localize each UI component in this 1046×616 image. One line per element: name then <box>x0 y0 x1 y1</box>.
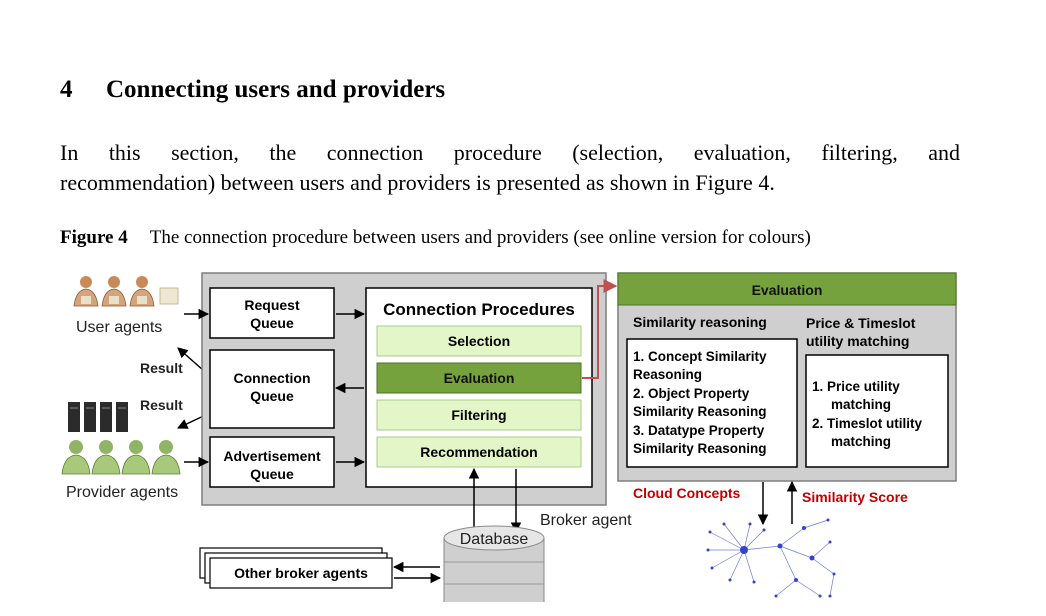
broker-agent-label: Broker agent <box>540 512 632 529</box>
result-label-lower: Result <box>140 397 183 413</box>
connection-queue-label-2: Queue <box>250 388 294 404</box>
evaluation-step <box>376 362 582 394</box>
utility-line-4: matching <box>831 434 891 449</box>
selection-step-label: Selection <box>448 333 510 349</box>
advertisement-queue-label-2: Queue <box>250 466 294 482</box>
recommendation-step <box>376 436 582 468</box>
section-title: Connecting users and providers <box>106 76 446 103</box>
evaluation-header <box>617 272 957 306</box>
evaluation-title: Evaluation <box>752 282 823 298</box>
similarity-reasoning-box <box>626 338 798 468</box>
connection-procedure-diagram: User agents Result Result Pr <box>61 272 957 602</box>
similarity-reasoning-heading: Similarity reasoning <box>633 314 767 330</box>
ontology-graph-nodes <box>706 518 836 598</box>
database-icon <box>443 525 545 602</box>
paragraph-line-2: recommendation) between users and provid… <box>60 170 775 195</box>
result-label-upper: Result <box>140 360 183 376</box>
request-queue-box <box>209 287 335 339</box>
connection-procedures-title: Connection Procedures <box>383 300 575 319</box>
connection-queue-label-1: Connection <box>234 370 311 386</box>
evaluation-step-label: Evaluation <box>444 370 515 386</box>
section-number: 4 <box>60 76 73 103</box>
price-timeslot-heading-1: Price & Timeslot <box>806 315 916 331</box>
utility-line-1: 1. Price utility <box>812 379 900 394</box>
utility-line-2: matching <box>831 397 891 412</box>
filtering-step-label: Filtering <box>451 407 506 423</box>
advertisement-queue-label-1: Advertisement <box>223 448 321 464</box>
advertisement-queue-box <box>209 436 335 488</box>
cloud-concepts-label: Cloud Concepts <box>633 485 741 501</box>
similarity-line-1: 1. Concept Similarity <box>633 349 767 364</box>
filtering-step <box>376 399 582 431</box>
figure-label: Figure 4 <box>60 227 128 248</box>
request-queue-label-1: Request <box>244 297 300 313</box>
section-heading: 4 Connecting users and providers <box>60 76 445 104</box>
server-icons <box>68 402 128 432</box>
similarity-line-6: Similarity Reasoning <box>633 441 767 456</box>
provider-agents-icon <box>61 440 181 475</box>
similarity-line-2: Reasoning <box>633 367 702 382</box>
evaluation-link-arrow <box>582 279 618 379</box>
figure-4: User agents Result Result Pr <box>60 262 970 602</box>
user-agents-label: User agents <box>76 319 162 336</box>
recommendation-step-label: Recommendation <box>420 444 537 460</box>
figure-caption: Figure 4 The connection procedure between… <box>60 227 811 249</box>
similarity-line-5: 3. Datatype Property <box>633 423 765 438</box>
body-paragraph: In this section, the connection procedur… <box>60 138 960 198</box>
other-broker-agents-box <box>209 557 393 589</box>
paragraph-line-1: In this section, the connection procedur… <box>60 140 960 165</box>
price-timeslot-heading-2: utility matching <box>806 333 909 349</box>
figure-caption-text: The connection procedure between users a… <box>149 227 811 248</box>
provider-agents-label: Provider agents <box>66 484 178 501</box>
user-agents-icon <box>73 276 179 307</box>
similarity-score-label: Similarity Score <box>802 489 908 505</box>
similarity-line-4: Similarity Reasoning <box>633 404 767 419</box>
connection-queue-box <box>209 349 335 429</box>
similarity-line-3: 2. Object Property <box>633 386 750 401</box>
database-label: Database <box>460 531 529 548</box>
utility-matching-box <box>805 354 949 468</box>
other-broker-agents-label: Other broker agents <box>234 565 368 581</box>
selection-step <box>376 325 582 357</box>
request-queue-label-2: Queue <box>250 315 294 331</box>
ontology-graph <box>708 519 835 597</box>
utility-line-3: 2. Timeslot utility <box>812 416 923 431</box>
